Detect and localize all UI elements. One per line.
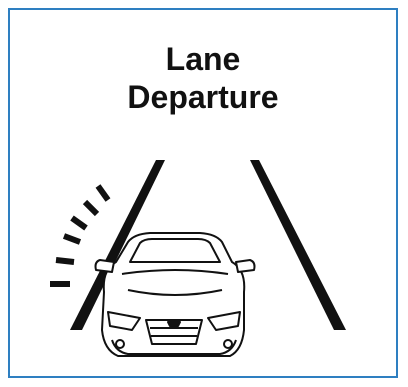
lane-line-right-icon	[250, 160, 346, 330]
